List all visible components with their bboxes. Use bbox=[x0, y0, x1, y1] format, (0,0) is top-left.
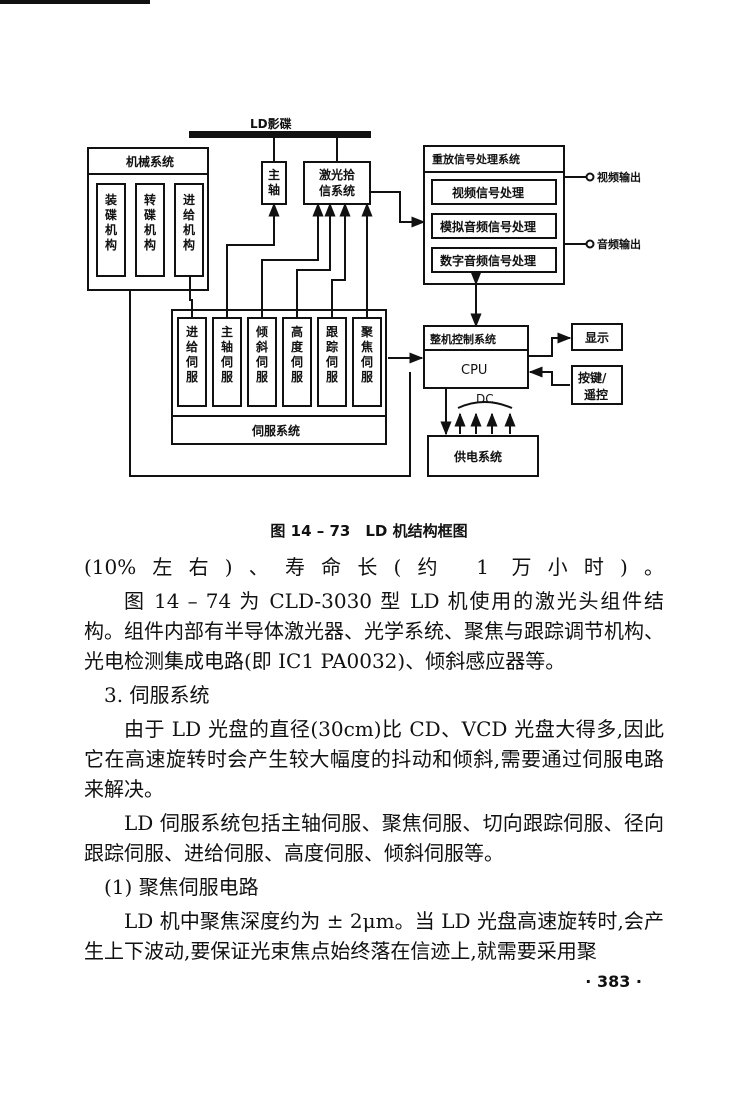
mechanical-system-box bbox=[87, 147, 209, 291]
signal-processing-box bbox=[423, 145, 565, 285]
tilt-servo-label: 倾斜伺服 bbox=[255, 324, 269, 384]
dc-label: DC bbox=[476, 392, 494, 406]
video-signal-processing-label: 视频信号处理 bbox=[452, 185, 524, 200]
spindle-servo-label: 主轴伺服 bbox=[220, 324, 234, 384]
keys-remote-box bbox=[571, 365, 623, 405]
feed-mechanism-label: 进给机构 bbox=[183, 192, 195, 252]
remote-label: 遥控 bbox=[584, 387, 608, 402]
loading-mechanism-label: 装碟机构 bbox=[104, 192, 117, 252]
loading-mechanism-box bbox=[96, 183, 126, 277]
laser-pickup-label: 激光拾信系统 bbox=[319, 167, 355, 198]
video-audio-processing-label: 重放信号处理系统 bbox=[432, 152, 520, 166]
system-control-label: 整机控制系统 bbox=[429, 332, 496, 346]
analog-audio-box bbox=[431, 213, 557, 239]
ld-block-diagram: LD影碟 机械系统 重放信号处理系统 视频信号处理 模拟音频信号处理 数字音频信… bbox=[87, 116, 641, 477]
paragraph: 由于 LD 光盘的直径(30cm)比 CD、VCD 光盘大得多,因此它在高速旋转… bbox=[84, 717, 664, 801]
ld-disc-bar bbox=[189, 131, 371, 138]
tracking-servo-label: 跟踪伺服 bbox=[325, 325, 339, 384]
height-servo-label: 高度伺服 bbox=[290, 324, 304, 384]
digital-audio-box bbox=[431, 247, 557, 273]
servo-system-label: 伺服系统 bbox=[251, 423, 300, 438]
paragraph: 图 14 – 74 为 CLD-3030 型 LD 机使用的激光头组件结构。组件… bbox=[84, 589, 664, 673]
mechanical-system-label: 机械系统 bbox=[126, 154, 174, 169]
paragraph: LD 伺服系统包括主轴伺服、聚焦伺服、切向跟踪伺服、径向跟踪伺服、进给伺服、高度… bbox=[84, 811, 664, 865]
feed-servo-label: 进给伺服 bbox=[185, 324, 199, 384]
page-number: · 383 · bbox=[585, 972, 642, 991]
power-supply-label: 供电系统 bbox=[453, 449, 502, 464]
paragraph: (10%左右)、寿命长(约 1 万小时)。 bbox=[84, 555, 664, 579]
figure-caption: 图 14 – 73 LD 机结构框图 bbox=[270, 522, 468, 540]
rotating-mechanism-label: 转碟机构 bbox=[144, 192, 156, 252]
audio-output-label: 音频输出 bbox=[597, 237, 641, 251]
display-box bbox=[571, 323, 623, 351]
focus-servo-label: 聚焦伺服 bbox=[360, 325, 374, 384]
digital-audio-processing-label: 数字音频信号处理 bbox=[440, 253, 536, 268]
header-rule bbox=[0, 0, 150, 4]
video-output-label: 视频输出 bbox=[597, 170, 641, 184]
cpu-label: CPU bbox=[461, 363, 487, 378]
power-supply-box bbox=[427, 435, 539, 477]
spindle-label: 主轴 bbox=[268, 167, 280, 197]
keys-label: 按键/ bbox=[578, 370, 607, 385]
section-heading: 3. 伺服系统 bbox=[104, 683, 210, 707]
servo-system-box bbox=[171, 309, 387, 445]
rotating-mechanism-box bbox=[135, 183, 165, 277]
display-label: 显示 bbox=[585, 331, 609, 345]
ld-disc-label: LD影碟 bbox=[250, 116, 292, 131]
paragraph: LD 机中聚焦深度约为 ± 2μm。当 LD 光盘高速旋转时,会产生上下波动,要… bbox=[84, 909, 664, 963]
video-processing-box bbox=[431, 179, 557, 205]
analog-audio-processing-label: 模拟音频信号处理 bbox=[440, 219, 536, 234]
body-text: (10%左右)、寿命长(约 1 万小时)。 图 14 – 74 为 CLD-30… bbox=[84, 552, 664, 970]
subsection-heading: (1) 聚焦伺服电路 bbox=[104, 875, 259, 899]
